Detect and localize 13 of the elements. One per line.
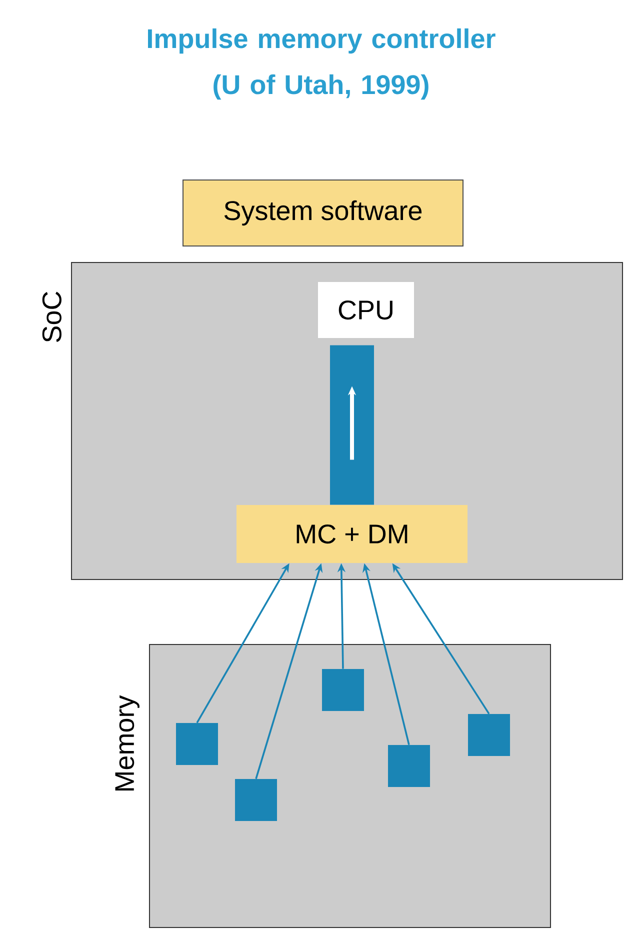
arrow <box>330 345 374 505</box>
cpu-box: CPU <box>318 282 414 338</box>
node-label: Memory <box>115 695 140 791</box>
memory-block <box>388 745 430 787</box>
controller-box: MC + DM <box>236 505 468 563</box>
memory-block <box>235 779 277 821</box>
memory-block <box>468 714 510 756</box>
memory-block <box>176 723 218 765</box>
software-box: System software <box>182 180 464 246</box>
container-box: Memory <box>115 644 551 928</box>
node-label: SoC <box>42 292 62 342</box>
title: Impulse memory controller (U of Utah, 1999) <box>148 28 496 100</box>
memory-block <box>322 669 364 711</box>
